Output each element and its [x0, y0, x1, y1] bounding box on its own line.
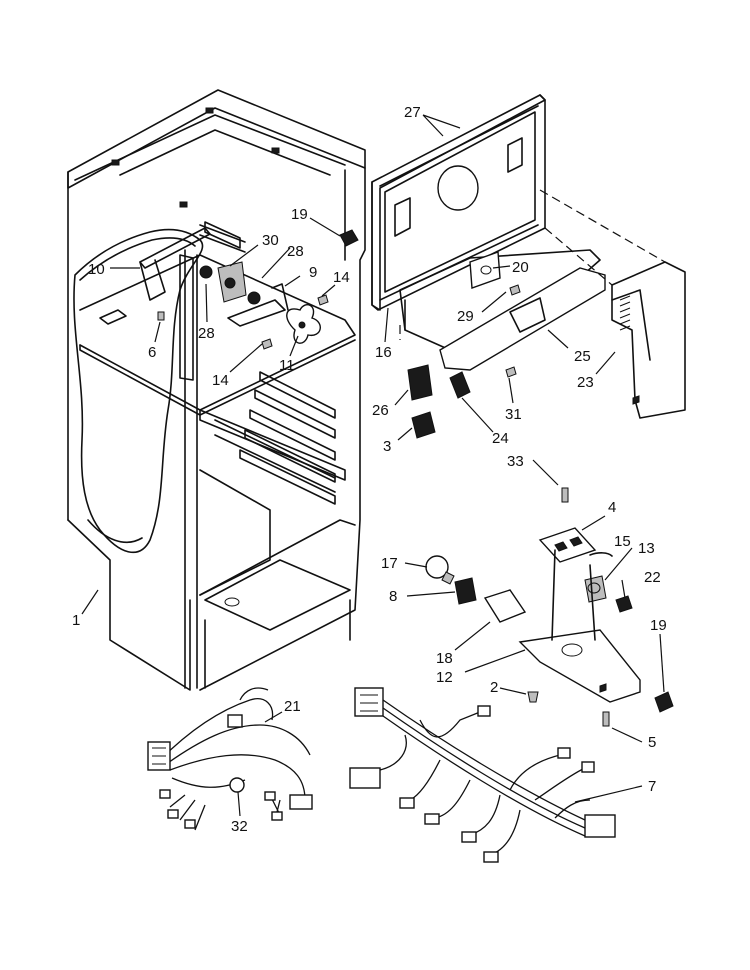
- freezer-hardware: [139, 221, 359, 381]
- callout-31: 31: [505, 406, 522, 423]
- callout-20: 20: [512, 259, 529, 276]
- callout-23: 23: [577, 374, 594, 391]
- control-assembly: [425, 487, 674, 727]
- callout-21: 21: [284, 698, 301, 715]
- callout-16: 16: [375, 344, 392, 361]
- callouts: 27 19 30 28 9 10 14 20 28 29 6 11 16 25 …: [72, 104, 667, 835]
- callout-18: 18: [436, 650, 453, 667]
- callout-6: 6: [148, 344, 156, 361]
- callout-22: 22: [644, 569, 661, 586]
- callout-12: 12: [436, 669, 453, 686]
- callout-13: 13: [638, 540, 655, 557]
- callout-26: 26: [372, 402, 389, 419]
- callout-14-lower: 14: [212, 372, 229, 389]
- wiring-harness-right: [349, 687, 616, 863]
- callout-1: 1: [72, 612, 80, 629]
- evaporator-cover: [371, 94, 686, 439]
- callout-5: 5: [648, 734, 656, 751]
- callout-24: 24: [492, 430, 509, 447]
- callout-11: 11: [279, 357, 295, 374]
- callout-17: 17: [381, 555, 398, 572]
- callout-4: 4: [608, 499, 616, 516]
- shelf-rails: [214, 371, 336, 505]
- callout-30: 30: [262, 232, 279, 249]
- callout-8: 8: [389, 588, 397, 605]
- grill-slots: [619, 295, 631, 331]
- wiring-harness-left: [147, 687, 313, 831]
- callout-10: 10: [88, 261, 105, 278]
- callout-7: 7: [648, 778, 656, 795]
- callout-9: 9: [309, 264, 317, 281]
- callout-25: 25: [574, 348, 591, 365]
- callout-19-upper: 19: [291, 206, 308, 223]
- callout-27: 27: [404, 104, 421, 121]
- callout-29: 29: [457, 308, 474, 325]
- callout-28-lower: 28: [198, 325, 215, 342]
- cabinet-liner: [67, 89, 366, 691]
- callout-33: 33: [507, 453, 524, 470]
- callout-2: 2: [490, 679, 498, 696]
- callout-15: 15: [614, 533, 631, 550]
- callout-19-lower: 19: [650, 617, 667, 634]
- callout-28-upper: 28: [287, 243, 304, 260]
- callout-14-upper: 14: [333, 269, 350, 286]
- callout-32: 32: [231, 818, 248, 835]
- leader-lines: [81, 114, 665, 817]
- callout-3: 3: [383, 438, 391, 455]
